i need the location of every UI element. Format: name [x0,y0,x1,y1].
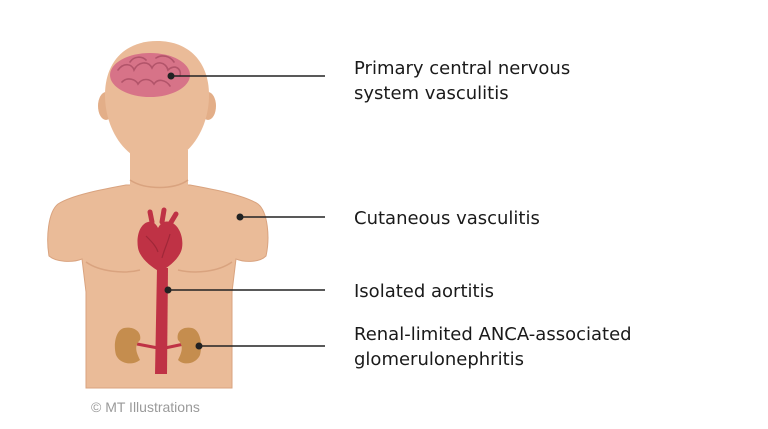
label-cutaneous-vasculitis: Cutaneous vasculitis [354,208,540,229]
leader-line-renal [195,342,325,350]
copyright-credit: © MT Illustrations [91,399,200,415]
leader-line-aortitis [164,286,325,294]
leader-line-cutaneous [236,213,325,221]
heart [137,207,183,272]
label-cns-line-1: Primary central nervous [354,58,571,79]
label-renal-line-1: Renal-limited ANCA-associated [354,324,632,345]
label-isolated-aortitis: Isolated aortitis [354,281,494,302]
leader-line-cns [167,72,325,80]
label-cns-vasculitis: Primary central nervous system vasculiti… [354,56,570,106]
left-kidney [114,327,141,364]
label-cns-line-2: system vasculitis [354,83,509,104]
right-kidney [177,327,202,364]
label-renal-gn: Renal-limited ANCA-associated glomerulon… [354,322,632,372]
aorta [155,268,168,374]
label-renal-line-2: glomerulonephritis [354,349,525,370]
brain [110,53,190,97]
